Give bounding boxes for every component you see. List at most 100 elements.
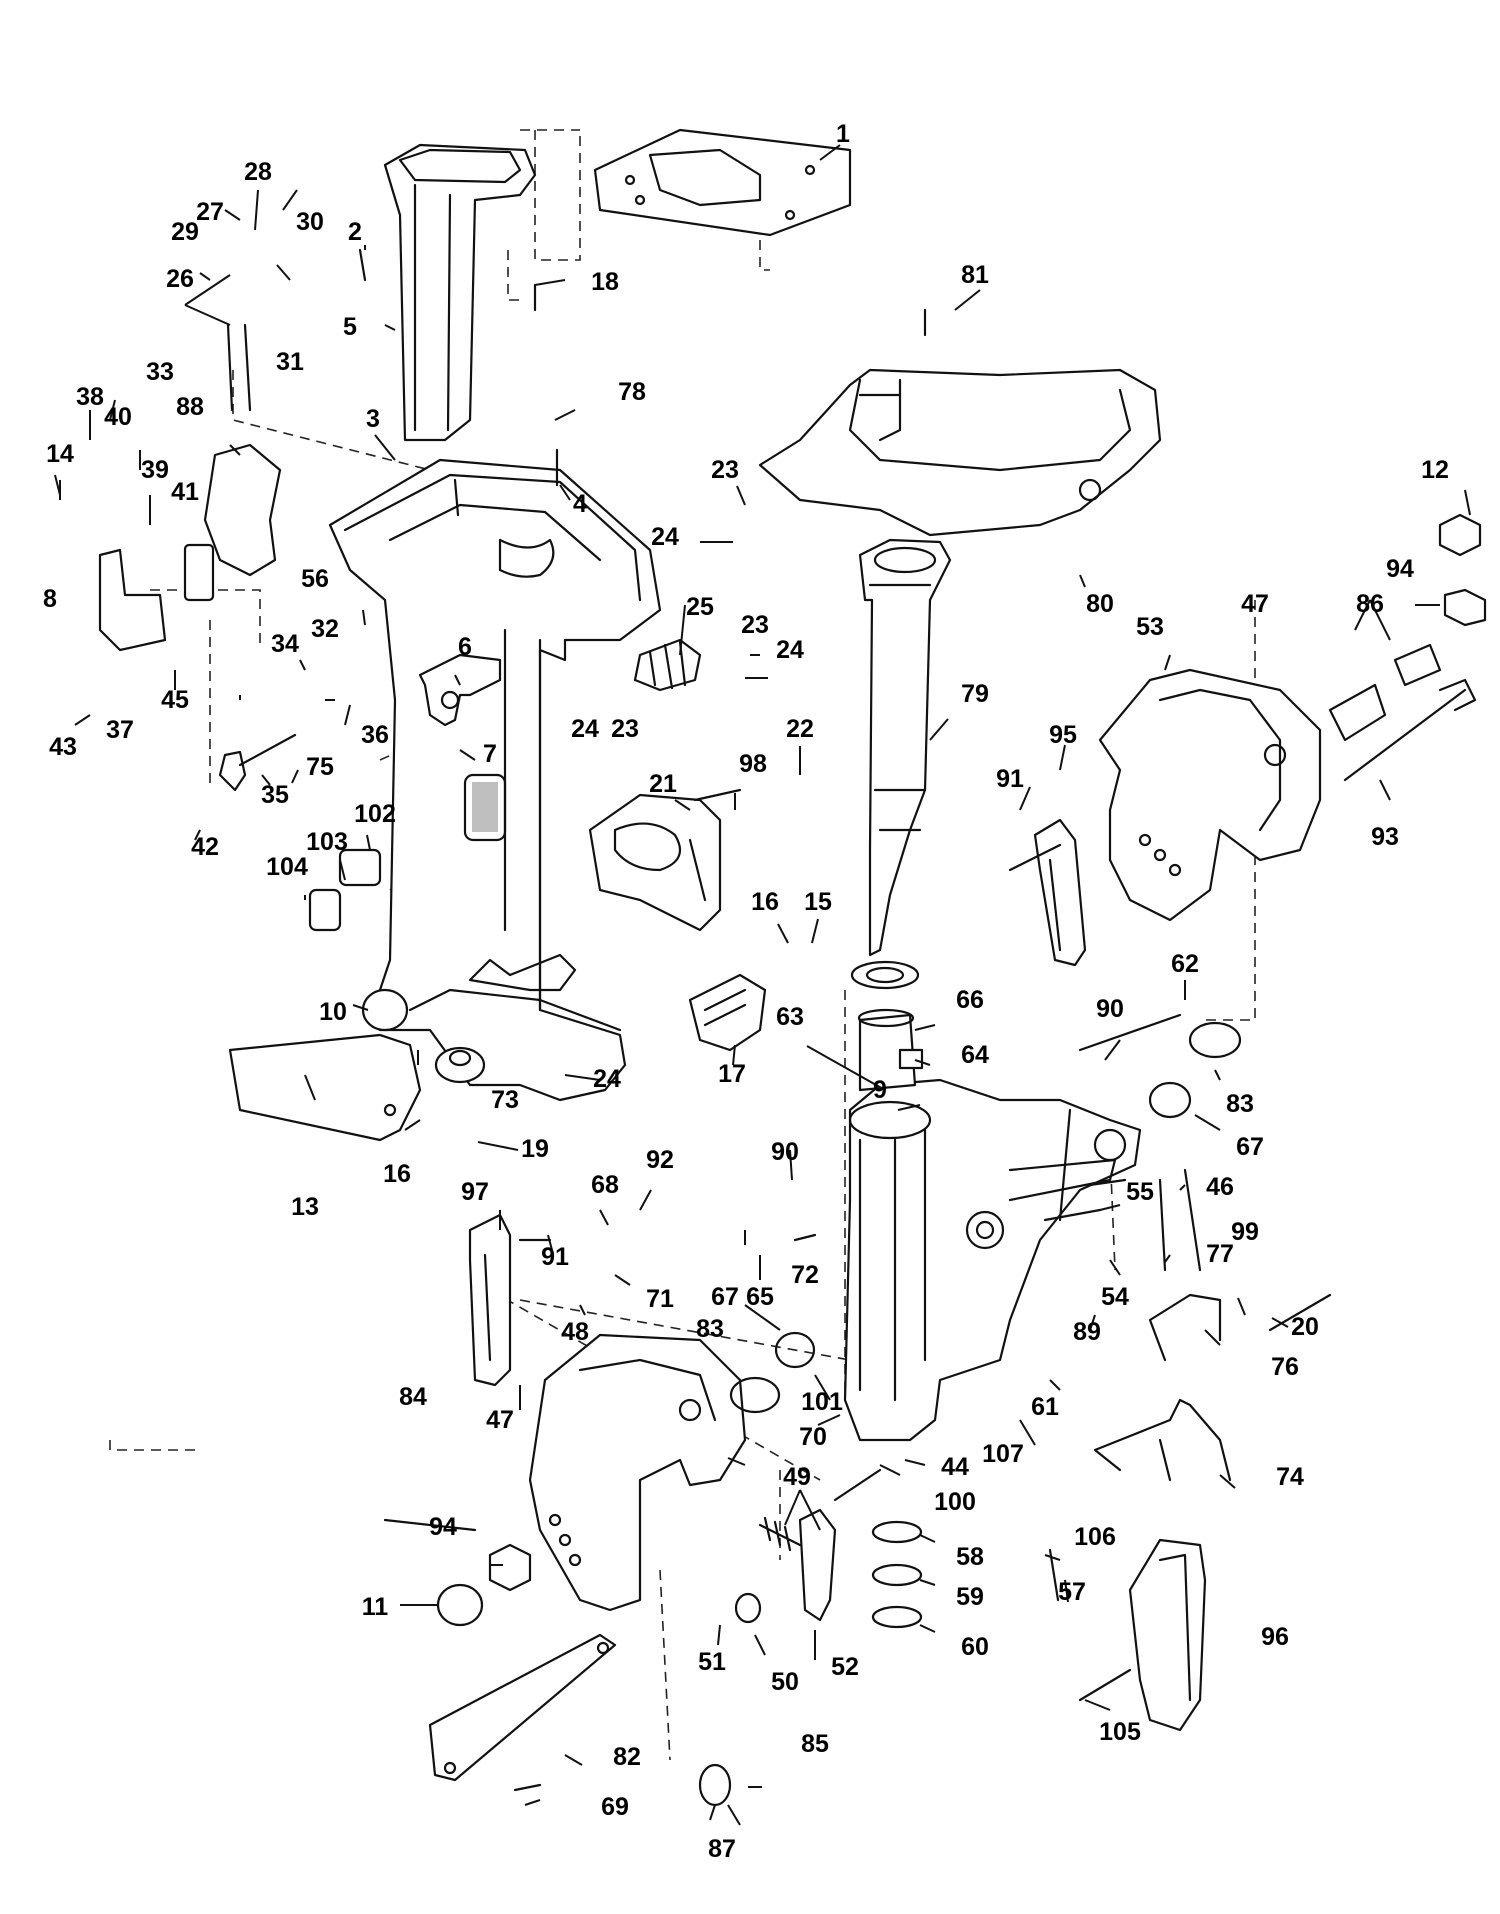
callout-79: 79 bbox=[961, 680, 989, 708]
callout-83b: 83 bbox=[696, 1315, 724, 1343]
callout-53: 53 bbox=[1136, 613, 1164, 641]
throttle-cam-part bbox=[203, 443, 282, 577]
callout-55: 55 bbox=[1126, 1178, 1154, 1206]
callout-20: 20 bbox=[1291, 1313, 1319, 1341]
callout-29: 29 bbox=[171, 218, 199, 246]
callout-40: 40 bbox=[104, 403, 132, 431]
callout-88: 88 bbox=[176, 393, 204, 421]
callout-46: 46 bbox=[1206, 1173, 1234, 1201]
callout-81: 81 bbox=[961, 261, 989, 289]
locknut-right-part bbox=[1443, 588, 1487, 627]
callout-105: 105 bbox=[1099, 1718, 1141, 1746]
callout-52: 52 bbox=[831, 1653, 859, 1681]
callout-35: 35 bbox=[261, 781, 289, 809]
tilt-link-left-part bbox=[468, 1213, 512, 1387]
clamp-bracket-right-part bbox=[1098, 668, 1322, 922]
callout-16a: 16 bbox=[751, 888, 779, 916]
callout-6: 6 bbox=[458, 633, 472, 661]
callout-22: 22 bbox=[786, 715, 814, 743]
callout-16b: 16 bbox=[383, 1160, 411, 1188]
tilt-rod-part bbox=[1343, 678, 1477, 782]
callout-48: 48 bbox=[561, 1318, 589, 1346]
callout-labels: 1 2 3 4 5 6 7 8 9 10 11 12 13 14 15 16 1… bbox=[43, 120, 1449, 1863]
seal-ring-part bbox=[871, 1605, 923, 1629]
callout-87: 87 bbox=[708, 1835, 736, 1863]
callout-45: 45 bbox=[161, 686, 189, 714]
callout-34: 34 bbox=[271, 630, 299, 658]
callout-97: 97 bbox=[461, 1178, 489, 1206]
extension-spring-upper-part bbox=[1158, 1178, 1167, 1272]
callout-3: 3 bbox=[366, 405, 380, 433]
callout-39: 39 bbox=[141, 456, 169, 484]
callout-67b: 67 bbox=[711, 1283, 739, 1311]
callout-62: 62 bbox=[1171, 950, 1199, 978]
callout-61: 61 bbox=[1031, 1393, 1059, 1421]
spring-clip-part bbox=[688, 973, 767, 1052]
callout-90b: 90 bbox=[771, 1138, 799, 1166]
sleeve-part bbox=[850, 960, 920, 1092]
callout-101: 101 bbox=[801, 1388, 843, 1416]
callout-90a: 90 bbox=[1096, 995, 1124, 1023]
extension-spring-lower-part bbox=[1048, 1548, 1060, 1602]
callout-82: 82 bbox=[613, 1743, 641, 1771]
callout-24b: 24 bbox=[776, 636, 804, 664]
bushing-part bbox=[434, 1046, 486, 1084]
callout-58: 58 bbox=[956, 1543, 984, 1571]
callout-93: 93 bbox=[1371, 823, 1399, 851]
callout-27: 27 bbox=[196, 198, 224, 226]
steering-arm-part bbox=[758, 368, 1162, 537]
callout-26: 26 bbox=[166, 265, 194, 293]
callout-33: 33 bbox=[146, 358, 174, 386]
callout-24a: 24 bbox=[651, 523, 679, 551]
callout-10: 10 bbox=[319, 998, 347, 1026]
callout-94a: 94 bbox=[1386, 555, 1414, 583]
drive-shaft-housing-part bbox=[328, 458, 662, 1102]
callout-18: 18 bbox=[591, 268, 619, 296]
leader-lines bbox=[54, 144, 1471, 1826]
callout-15: 15 bbox=[804, 888, 832, 916]
callout-4: 4 bbox=[573, 490, 587, 518]
callout-37: 37 bbox=[106, 716, 134, 744]
cap-disc-part bbox=[698, 1763, 732, 1807]
callout-102: 102 bbox=[354, 800, 396, 828]
callout-51: 51 bbox=[698, 1648, 726, 1676]
callout-25: 25 bbox=[686, 593, 714, 621]
callout-47a: 47 bbox=[1241, 590, 1269, 618]
tilt-spring-part bbox=[758, 1516, 802, 1552]
callout-91a: 91 bbox=[996, 765, 1024, 793]
tilt-shaft-part bbox=[218, 733, 297, 792]
callout-68: 68 bbox=[591, 1171, 619, 1199]
callout-65: 65 bbox=[746, 1283, 774, 1311]
tilt-lever-part bbox=[1093, 1398, 1232, 1482]
callout-89: 89 bbox=[1073, 1318, 1101, 1346]
callout-91b: 91 bbox=[541, 1243, 569, 1271]
callout-43: 43 bbox=[49, 733, 77, 761]
callout-104: 104 bbox=[266, 853, 308, 881]
cam-plate-part bbox=[183, 543, 215, 602]
callout-11: 11 bbox=[362, 1593, 389, 1621]
callout-67a: 67 bbox=[1236, 1133, 1264, 1161]
callout-23b: 23 bbox=[741, 611, 769, 639]
washer-disc-part bbox=[734, 1592, 762, 1624]
cover-plate-a-part bbox=[338, 848, 382, 887]
callout-49: 49 bbox=[783, 1463, 811, 1491]
tilt-link-right-part bbox=[1033, 818, 1087, 967]
callout-94b: 94 bbox=[429, 1513, 457, 1541]
exhaust-cover-part bbox=[228, 1033, 422, 1142]
callout-66: 66 bbox=[956, 986, 984, 1014]
lower-mount-housing-part bbox=[588, 793, 722, 932]
callout-32: 32 bbox=[311, 615, 339, 643]
callout-57: 57 bbox=[1058, 1578, 1086, 1606]
support-bracket-part bbox=[1128, 1538, 1207, 1732]
cap-left-part bbox=[436, 1583, 484, 1627]
rubber-plug-part bbox=[361, 988, 409, 1032]
callout-77: 77 bbox=[1206, 1240, 1234, 1268]
callout-21: 21 bbox=[649, 770, 677, 798]
callout-19: 19 bbox=[521, 1135, 549, 1163]
callout-9: 9 bbox=[873, 1076, 887, 1104]
callout-63: 63 bbox=[776, 1003, 804, 1031]
callout-23a: 23 bbox=[711, 456, 739, 484]
callout-92: 92 bbox=[646, 1146, 674, 1174]
callout-83a: 83 bbox=[1226, 1090, 1254, 1118]
callout-38: 38 bbox=[76, 383, 104, 411]
